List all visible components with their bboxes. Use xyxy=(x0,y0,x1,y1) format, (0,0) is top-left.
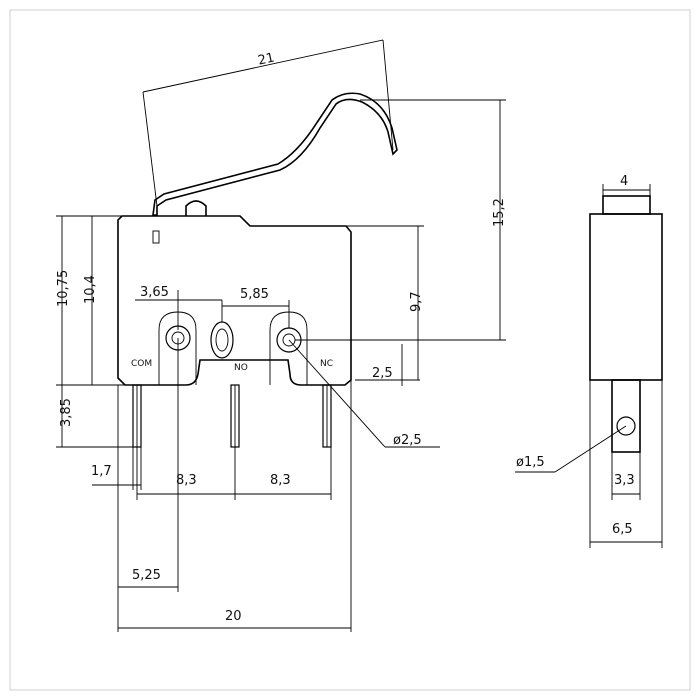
com-label: COM xyxy=(131,359,152,369)
dim-20-text: 20 xyxy=(225,609,242,624)
dim-21-text: 21 xyxy=(257,51,276,69)
dim-8-3-right-text: 8,3 xyxy=(270,473,291,488)
side-terminal-hole xyxy=(616,416,636,436)
dim-15-2-text: 15,2 xyxy=(492,198,507,227)
front-view: COM NO NC xyxy=(117,92,398,448)
dim-1-7-text: 1,7 xyxy=(91,464,112,479)
nc-label: NC xyxy=(320,359,333,369)
dim-dia-1-5-text: ø1,5 xyxy=(516,455,545,470)
dim-3-85-text: 3,85 xyxy=(59,398,74,427)
dim-10-4-text: 10,4 xyxy=(83,275,98,304)
no-label: NO xyxy=(234,363,248,373)
dim-5-25-text: 5,25 xyxy=(132,568,161,583)
dim-dia-2-5-text: ø2,5 xyxy=(393,433,422,448)
front-dimensions: 21 15,2 9,7 2,5 ø2,5 10,75 10,4 3,85 xyxy=(56,39,507,632)
dim-9-7-text: 9,7 xyxy=(409,291,424,312)
side-terminal xyxy=(611,379,641,453)
plunger xyxy=(185,200,207,216)
side-actuator xyxy=(602,195,651,215)
lever-arm xyxy=(152,92,398,216)
dim-3-3-text: 3,3 xyxy=(614,473,635,488)
nc-terminal-lug xyxy=(269,311,308,385)
com-terminal-lug xyxy=(158,311,197,385)
dim-6-5-text: 6,5 xyxy=(612,522,633,537)
dim-21-line xyxy=(142,39,384,93)
dim-dia-1-5-leader xyxy=(554,425,627,473)
housing-marker xyxy=(152,230,160,244)
side-view: 4 ø1,5 3,3 6,5 xyxy=(515,174,663,548)
dim-3-65-text: 3,65 xyxy=(140,285,169,300)
no-hole xyxy=(210,321,234,359)
dim-2-5-text: 2,5 xyxy=(372,366,393,381)
image-border xyxy=(9,9,691,691)
dim-4-text: 4 xyxy=(620,174,628,189)
dim-8-3-left-text: 8,3 xyxy=(176,473,197,488)
dim-5-85-text: 5,85 xyxy=(240,287,269,302)
switch-housing xyxy=(117,215,352,386)
dim-10-75-text: 10,75 xyxy=(56,270,71,307)
no-hole-inner xyxy=(215,328,229,352)
dim-dia-2-5-leader xyxy=(288,339,386,448)
side-body xyxy=(589,213,663,381)
